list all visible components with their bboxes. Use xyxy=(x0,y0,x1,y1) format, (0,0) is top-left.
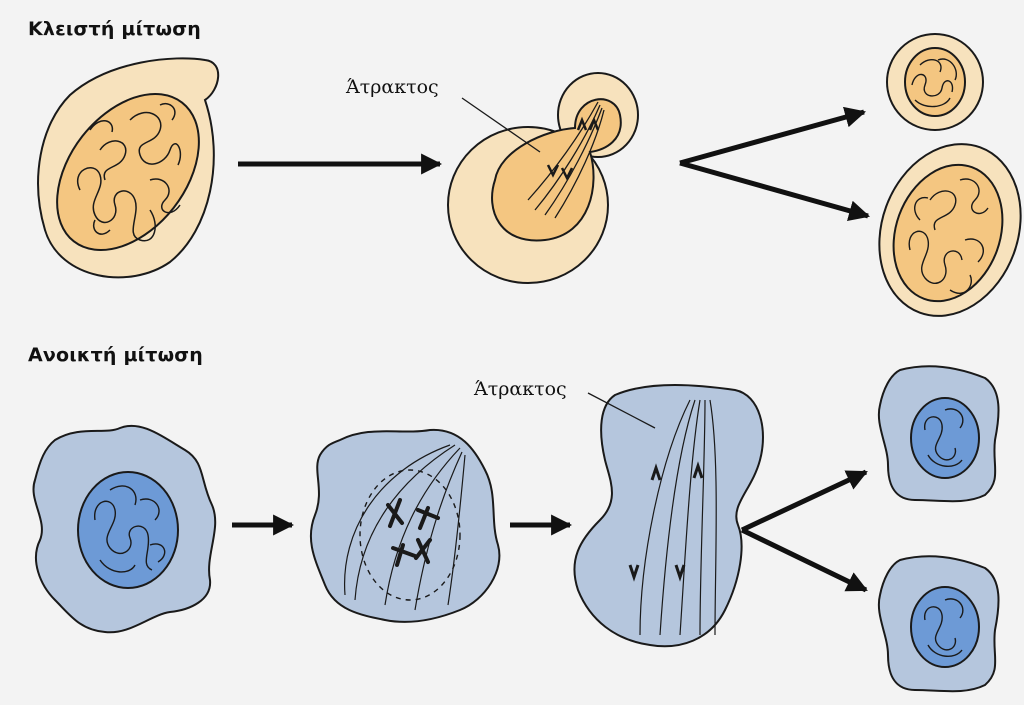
closed-dividing-nucleus xyxy=(491,98,622,242)
arrow-open-up xyxy=(740,469,868,533)
spindle-fibers xyxy=(639,399,717,636)
chromatin xyxy=(77,103,182,242)
closed-interphase-nucleus xyxy=(56,93,200,251)
open-interphase-cell xyxy=(32,424,217,634)
open-anaphase-cell xyxy=(573,384,764,648)
spindle-label-line xyxy=(461,97,541,153)
closed-daughter-large xyxy=(878,143,1022,317)
arrow-closed-down xyxy=(679,160,871,221)
fragmented-envelope xyxy=(359,469,461,601)
arrow-closed-up xyxy=(679,106,867,166)
nucleus xyxy=(910,586,980,668)
chromosomes xyxy=(386,498,440,567)
closed-interphase-cell xyxy=(37,57,220,279)
closed-spindle-label: Άτρακτος xyxy=(346,76,439,98)
chromosomes xyxy=(628,461,704,582)
open-daughter-top xyxy=(877,365,1000,503)
chromosomes xyxy=(546,116,600,181)
spindle-fibers xyxy=(527,101,605,219)
open-spindle-label: Άτρακτος xyxy=(474,378,567,400)
spindle-fibers xyxy=(343,444,466,611)
open-daughter-bottom xyxy=(877,555,1000,693)
closed-daughter-small xyxy=(886,33,984,131)
closed-dividing-cell xyxy=(447,72,639,284)
open-prometaphase-cell xyxy=(309,428,501,623)
spindle-label-line xyxy=(587,392,656,429)
open-mitosis-title: Ανοικτή μίτωση xyxy=(28,344,204,366)
closed-mitosis-title: Κλειστή μίτωση xyxy=(28,18,201,40)
arrow-open-down xyxy=(740,527,868,593)
